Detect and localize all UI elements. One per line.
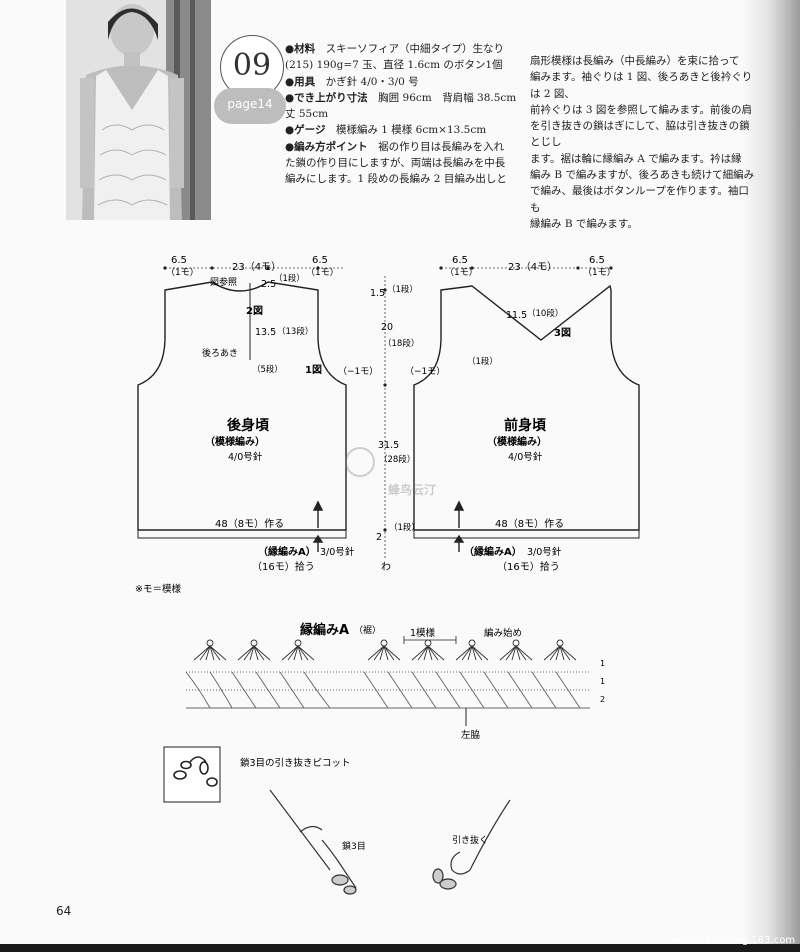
model-photo	[66, 0, 211, 220]
mid-wa: わ	[381, 561, 391, 573]
back-top-right-measure: 6.5	[312, 255, 328, 266]
back-pick-label: （16モ）拾う	[252, 560, 315, 573]
back-border-needle: 3/0号針	[320, 546, 355, 558]
front-title: 前身頃	[504, 417, 547, 434]
front-cast-label: 48（8モ）作る	[495, 518, 564, 530]
front-pick-label: （16モ）拾う	[497, 560, 560, 573]
front-top-right-measure: 6.5	[589, 255, 605, 266]
fig3-label: 3図	[554, 327, 571, 339]
picot-chain3-label: 鎖3目	[342, 840, 366, 852]
text-line: 編みにします。1 段めの長編み 2 目編み出しと	[285, 173, 507, 186]
front-m10dan: （10段）	[527, 308, 563, 319]
edging-title: 縁編みA	[300, 622, 349, 638]
front-body-outline	[413, 284, 640, 531]
text-line: ●編み方ポイント 裾の作り目は長編みを入れ	[285, 140, 505, 153]
mid-m15: 1.5	[370, 288, 385, 299]
back-m13dan: （13段）	[277, 326, 313, 337]
text-line: ●用具 かぎ針 4/0・3/0 号	[285, 75, 419, 88]
mid-m1dan-a: （1段）	[387, 284, 418, 295]
text-line: (215) 190g=7 玉、直径 1.6cm のボタン1個	[285, 59, 503, 72]
page-number: 64	[56, 904, 72, 918]
mid-m1dan-b: （1段）	[389, 522, 420, 533]
text-line: ます。裾は輪に縁編み A で編みます。衿は縁	[530, 152, 742, 165]
instructions-column-2: 扇形模様は長編み（中長編み）を束に拾って 編みます。袖ぐりは 1 図、後ろあきと…	[530, 53, 755, 232]
back-m135: 13.5	[255, 327, 276, 338]
text-line: 前衿ぐりは 3 図を参照して編みます。前後の肩	[530, 103, 752, 116]
front-minus1: （−1モ）	[405, 366, 445, 377]
edging-side-label: 左脇	[461, 729, 480, 741]
note-text: ※モ＝模様	[135, 583, 181, 595]
front-top-right-unit: （1モ）	[583, 267, 616, 278]
text-line: ●ゲージ 模様編み 1 模様 6cm×13.5cm	[285, 124, 487, 137]
fig2-label: 2図	[246, 305, 263, 317]
text-line: ●でき上がり寸法 胸囲 96cm 背肩幅 38.5cm	[285, 91, 517, 104]
back-top-left-unit: （1モ）	[166, 267, 199, 278]
back-opening-label: 後ろあき	[202, 347, 238, 359]
back-cast-label: 48（8モ）作る	[215, 518, 284, 530]
picot-illustration-1	[269, 789, 357, 895]
text-line: た鎖の作り目にしますが、両端は長編みを中長	[285, 157, 506, 170]
back-m25: 2.5	[261, 279, 276, 290]
book-spine-shadow	[742, 0, 800, 952]
mid-m20: 20	[381, 322, 393, 333]
text-line: ●材料 スキーソフィア（中細タイプ）生なり	[285, 43, 504, 55]
front-top-left-measure: 6.5	[452, 255, 468, 266]
back-m5dan: （5段）	[252, 364, 283, 375]
front-top-mid-measure: 23（4モ）	[508, 261, 557, 273]
back-border-strip	[137, 529, 347, 539]
edging-row-num-2: 1	[600, 677, 605, 686]
edging-repeat-label: 1模様	[410, 627, 436, 639]
text-line: を引き抜きの鎖はぎにして、脇は引き抜きの鎖とじし	[530, 120, 750, 149]
mid-m18dan: （18段）	[383, 338, 419, 349]
text-line: 扇形模様は長編み（中長編み）を束に拾って	[530, 55, 740, 67]
picot-illustration-2	[432, 799, 511, 890]
picot-symbol-box	[163, 746, 221, 803]
edging-start-label: 編み始め	[484, 627, 522, 639]
edging-row-num-3: 2	[600, 695, 605, 704]
back-minus1: （−1モ）	[338, 366, 378, 377]
text-line: 編み B で編みますが、後ろあきも続けて細編み	[530, 169, 755, 182]
back-needle: 4/0号針	[228, 451, 263, 463]
front-stitch: （模様編み）	[487, 435, 547, 448]
edging-subtitle: （裾）	[354, 624, 381, 636]
mid-m28dan: （28段）	[379, 454, 415, 465]
watermark-text: 蜂鸟云汀	[388, 482, 436, 497]
page-reference-tag: page14	[214, 88, 286, 124]
blog-watermark-footer: amber290.blog.163.com	[672, 935, 796, 946]
edging-row-num-1: 1	[600, 659, 605, 668]
front-border-label: （縁編みA）	[464, 545, 522, 558]
back-border-label: （縁編みA）	[258, 545, 316, 558]
edging-chart	[185, 671, 590, 709]
back-top-mid-measure: 23（4モ）	[232, 261, 281, 273]
back-top-left-measure: 6.5	[171, 255, 187, 266]
text-line: 編みます。袖ぐりは 1 図、後ろあきと後衿ぐりは 2 図、	[530, 71, 753, 100]
text-line: 丈 55cm	[285, 108, 329, 121]
back-m1dan: （1段）	[274, 273, 305, 284]
front-m115: 11.5	[506, 310, 527, 321]
front-border-strip	[413, 529, 640, 539]
fig1-label: 1図	[305, 364, 322, 376]
text-line: で編み、最後はボタンループを作ります。袖口も	[530, 185, 749, 214]
picot-pull-label: 引き抜く	[452, 834, 488, 846]
picot-title: 鎖3目の引き抜きピコット	[240, 757, 351, 769]
back-top-right-unit: （1モ）	[306, 267, 339, 278]
instructions-column-1: ●材料 スキーソフィア（中細タイプ）生なり (215) 190g=7 玉、直径 …	[285, 41, 517, 188]
bottom-strip	[0, 944, 800, 952]
mid-m2: 2	[376, 532, 382, 543]
front-needle: 4/0号針	[508, 451, 543, 463]
watermark: 蜂鸟云汀	[345, 447, 436, 497]
back-ref-label: 図参照	[210, 276, 237, 288]
front-top-left-unit: （1モ）	[445, 267, 478, 278]
back-stitch: （模様編み）	[205, 435, 265, 448]
mid-m315: 31.5	[378, 440, 399, 451]
front-m1dan: （1段）	[467, 356, 498, 367]
edging-fans	[193, 639, 577, 661]
picot-symbol-icon	[173, 756, 218, 787]
text-line: 縁編み B で編みます。	[530, 217, 638, 230]
back-title: 後身頃	[227, 417, 270, 434]
front-border-needle: 3/0号針	[527, 546, 562, 558]
back-body-outline	[137, 281, 347, 531]
